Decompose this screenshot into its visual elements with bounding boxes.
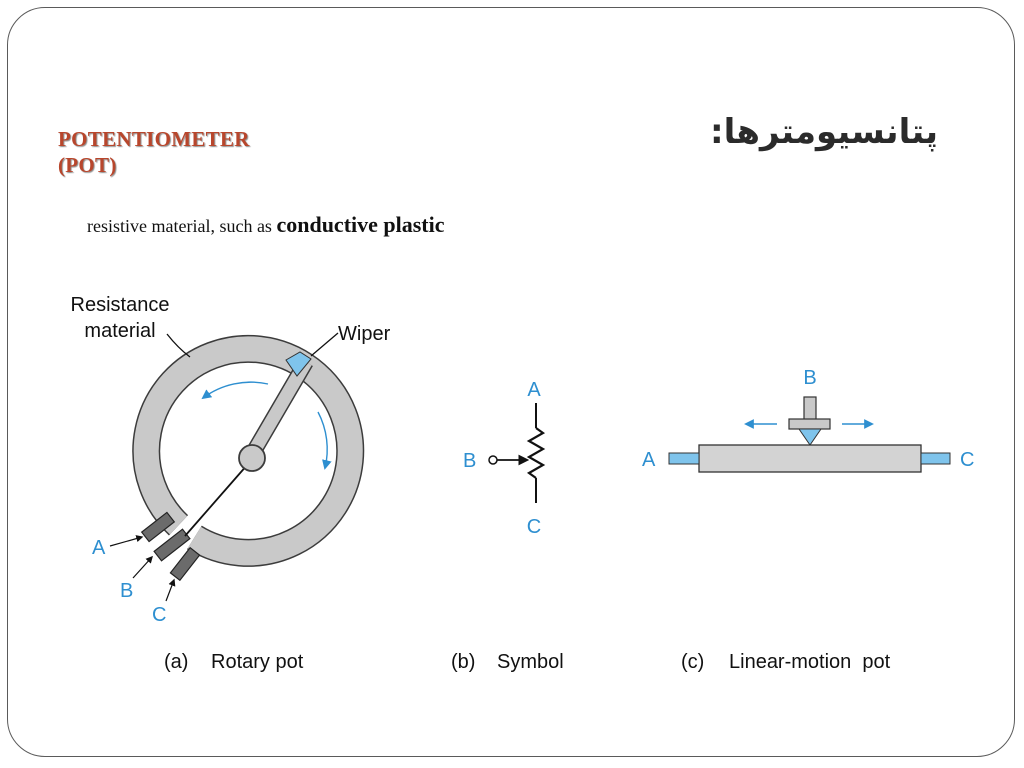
linear-slider-stem <box>803 396 817 421</box>
wiper-leader <box>310 332 339 357</box>
linear-resistance-bar <box>698 444 922 473</box>
rotary-arrow-c-icon <box>165 578 176 602</box>
subtitle-emphasis: conductive plastic <box>276 212 445 237</box>
rotary-terminal-c <box>169 546 201 582</box>
rotary-terminal-a <box>140 511 176 543</box>
linear-label-b: B <box>803 367 816 389</box>
linear-slider-cap <box>788 418 831 430</box>
symbol-label-c: C <box>527 516 541 538</box>
rotary-label-b: B <box>120 580 133 602</box>
symbol-label-a: A <box>527 379 541 401</box>
wiper-arm <box>244 358 312 462</box>
wiper-contact <box>285 351 312 377</box>
rotary-label-a: A <box>92 537 106 559</box>
wiper-wire <box>184 463 249 537</box>
rotary-label-c: C <box>152 604 166 626</box>
rotary-pot: Resistance material Wiper A B C (a) Rota… <box>71 294 391 673</box>
label-resistance-line1: Resistance <box>71 294 170 316</box>
rotation-arrow-right-icon <box>317 411 332 470</box>
linear-terminal-a <box>668 452 700 465</box>
slide-title-persian: پتانسیومترها: <box>710 112 938 152</box>
potentiometer-symbol: A C B (b) Symbol <box>451 379 564 673</box>
rotary-arrow-a-icon <box>109 535 144 547</box>
caption-c-letter: (c) <box>681 651 704 673</box>
caption-b-text: Symbol <box>497 651 564 673</box>
linear-terminal-c <box>920 452 951 465</box>
caption-b-letter: (b) <box>451 651 475 673</box>
label-wiper: Wiper <box>338 323 391 345</box>
symbol-wiper-terminal <box>488 455 498 465</box>
linear-wiper-contact <box>798 428 822 446</box>
resistance-leader <box>166 333 191 358</box>
label-resistance-line2: material <box>84 320 155 342</box>
caption-a-letter: (a) <box>164 651 188 673</box>
rotary-arrow-b-icon <box>132 555 153 579</box>
slide-subtitle: resistive material, such as conductive p… <box>87 212 445 238</box>
subtitle-prefix: resistive material, such as <box>87 216 277 236</box>
rotation-arrow-left-icon <box>201 381 269 400</box>
caption-c-text: Linear-motion pot <box>729 651 891 673</box>
linear-pot: B A C (c) Linear-motion pot <box>642 367 974 673</box>
slide-title-english: POTENTIOMETER (POT) <box>58 127 250 177</box>
rotary-hub <box>238 444 266 472</box>
symbol-label-b: B <box>463 450 476 472</box>
linear-label-c: C <box>960 449 974 471</box>
caption-a-text: Rotary pot <box>211 651 304 673</box>
resistor-zigzag <box>526 427 546 479</box>
linear-label-a: A <box>642 449 656 471</box>
